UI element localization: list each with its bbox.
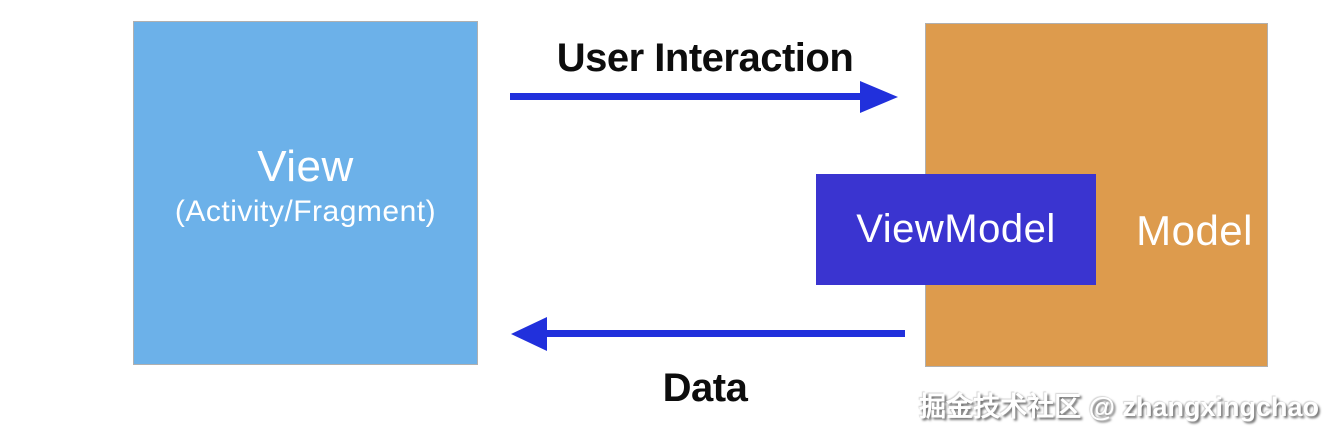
viewmodel-box: ViewModel <box>816 174 1096 285</box>
user-interaction-arrow-line <box>510 93 862 100</box>
user-interaction-label: User Interaction <box>556 36 854 80</box>
view-label: View <box>257 142 354 192</box>
view-box-text-group: View (Activity/Fragment) <box>174 142 437 230</box>
data-arrow-line <box>545 330 905 337</box>
arrow-left-icon <box>511 317 547 351</box>
view-sublabel: (Activity/Fragment) <box>174 194 437 228</box>
view-box: View (Activity/Fragment) <box>133 21 478 365</box>
data-label: Data <box>662 366 748 410</box>
model-label: Model <box>1136 207 1253 254</box>
arrow-right-icon <box>860 81 898 113</box>
viewmodel-label: ViewModel <box>856 207 1056 251</box>
watermark-text: 掘金技术社区 @ zhangxingchao <box>919 392 1319 422</box>
